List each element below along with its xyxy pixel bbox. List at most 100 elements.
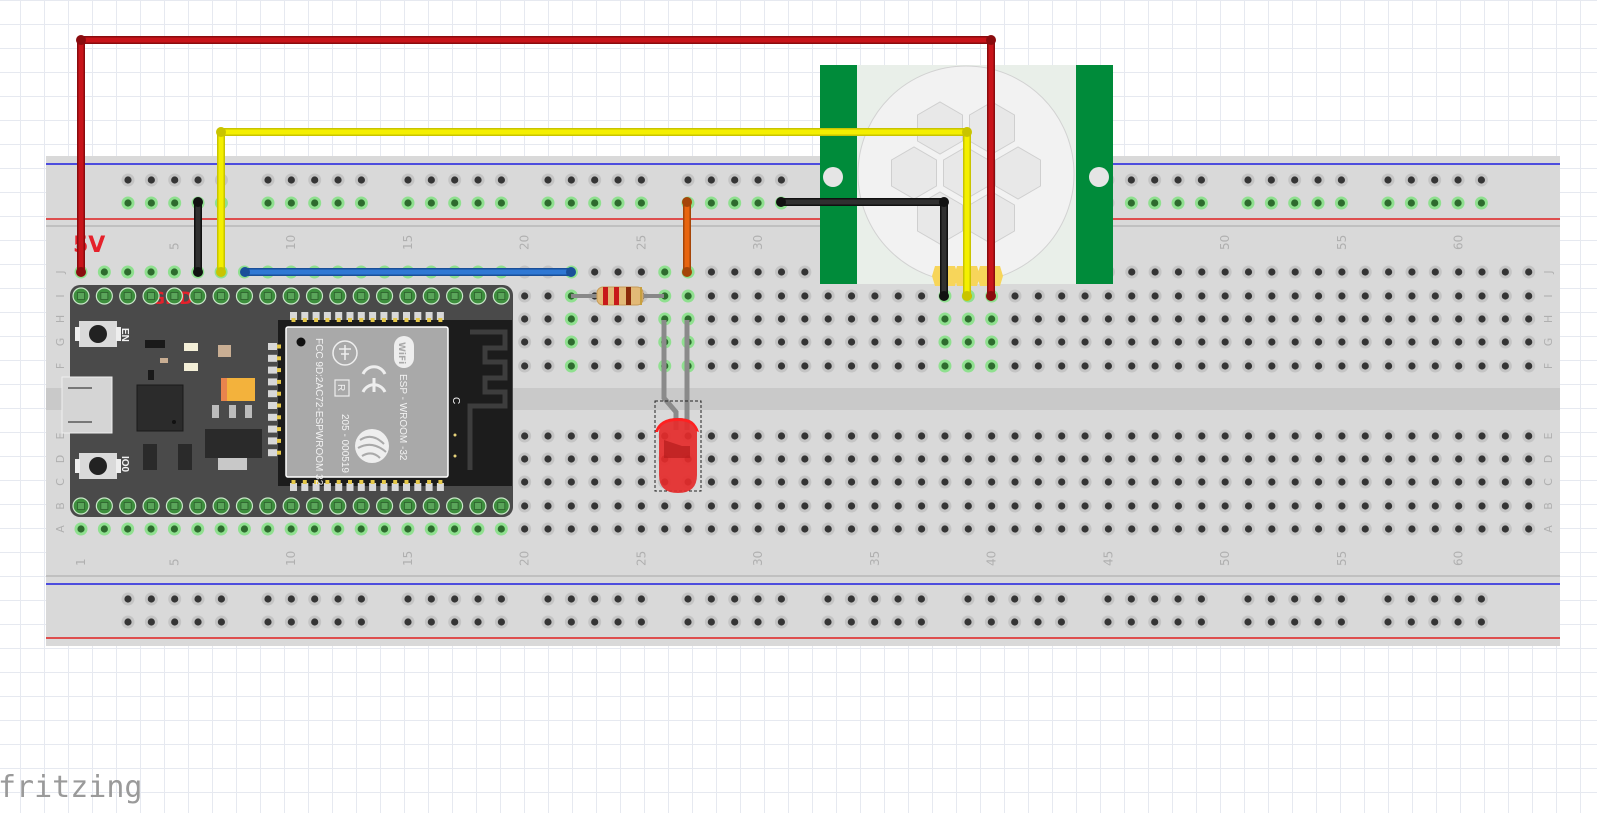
esp32-pin[interactable]: [142, 497, 160, 515]
rail-hole[interactable]: [1101, 615, 1115, 629]
rail-hole[interactable]: [868, 592, 882, 606]
esp32-pin[interactable]: [375, 287, 394, 305]
rail-hole[interactable]: [308, 173, 322, 187]
breadboard-hole[interactable]: [424, 522, 438, 536]
rail-hole[interactable]: [844, 615, 858, 629]
rail-hole[interactable]: [728, 592, 742, 606]
esp32-pin[interactable]: [422, 287, 440, 305]
breadboard-hole[interactable]: [1031, 335, 1045, 349]
rail-hole[interactable]: [611, 196, 625, 210]
breadboard-hole[interactable]: [1242, 335, 1255, 349]
breadboard-hole[interactable]: [564, 522, 578, 536]
breadboard-hole[interactable]: [1218, 429, 1232, 443]
breadboard-hole[interactable]: [1265, 335, 1279, 349]
breadboard-hole[interactable]: [1358, 452, 1372, 466]
breadboard-hole[interactable]: [1405, 289, 1419, 303]
rail-hole[interactable]: [401, 592, 415, 606]
breadboard-hole[interactable]: [704, 265, 718, 279]
rail-hole[interactable]: [984, 615, 998, 629]
rail-hole[interactable]: [751, 173, 765, 187]
breadboard-hole[interactable]: [634, 359, 648, 373]
rail-hole[interactable]: [681, 592, 695, 606]
breadboard-hole[interactable]: [1171, 452, 1185, 466]
breadboard-hole[interactable]: [1265, 522, 1279, 536]
breadboard-hole[interactable]: [1312, 452, 1326, 466]
breadboard-hole[interactable]: [1031, 499, 1045, 513]
breadboard-hole[interactable]: [1078, 475, 1092, 489]
breadboard-hole[interactable]: [1078, 522, 1092, 536]
rail-hole[interactable]: [1054, 615, 1068, 629]
breadboard-hole[interactable]: [541, 359, 555, 373]
esp32-pin[interactable]: [95, 287, 113, 305]
rail-hole[interactable]: [1171, 592, 1185, 606]
breadboard-hole[interactable]: [1242, 265, 1255, 279]
rail-hole[interactable]: [611, 615, 625, 629]
rail-hole[interactable]: [331, 592, 345, 606]
breadboard-hole[interactable]: [985, 335, 999, 349]
breadboard-hole[interactable]: [564, 335, 578, 349]
rail-hole[interactable]: [121, 173, 135, 187]
breadboard-hole[interactable]: [704, 312, 718, 326]
rail-hole[interactable]: [1148, 173, 1162, 187]
esp32-pin[interactable]: [422, 497, 440, 515]
breadboard-hole[interactable]: [1171, 499, 1185, 513]
breadboard-hole[interactable]: [1382, 452, 1396, 466]
rail-hole[interactable]: [471, 615, 485, 629]
breadboard-hole[interactable]: [1125, 429, 1139, 443]
breadboard-hole[interactable]: [121, 522, 135, 536]
esp32-pin[interactable]: [235, 497, 254, 515]
wire-gnd-pir[interactable]: [776, 197, 949, 301]
wire-endpoint[interactable]: [193, 267, 203, 277]
breadboard-hole[interactable]: [1148, 312, 1162, 326]
breadboard-hole[interactable]: [961, 475, 975, 489]
breadboard-hole[interactable]: [1148, 289, 1162, 303]
rail-hole[interactable]: [634, 196, 648, 210]
breadboard-hole[interactable]: [518, 475, 532, 489]
breadboard-hole[interactable]: [1218, 265, 1232, 279]
breadboard-hole[interactable]: [751, 429, 765, 443]
breadboard-hole[interactable]: [1498, 335, 1512, 349]
breadboard-hole[interactable]: [1288, 475, 1302, 489]
rail-hole[interactable]: [261, 196, 275, 210]
breadboard-hole[interactable]: [1008, 335, 1022, 349]
breadboard-hole[interactable]: [401, 522, 415, 536]
rail-hole[interactable]: [751, 592, 765, 606]
breadboard-hole[interactable]: [1358, 312, 1372, 326]
breadboard-hole[interactable]: [1171, 265, 1185, 279]
breadboard-hole[interactable]: [1288, 312, 1302, 326]
breadboard-hole[interactable]: [938, 499, 952, 513]
breadboard-hole[interactable]: [144, 522, 158, 536]
rail-hole[interactable]: [891, 592, 905, 606]
breadboard-hole[interactable]: [1475, 289, 1489, 303]
wire-endpoint[interactable]: [986, 291, 996, 301]
esp32-pin[interactable]: [282, 287, 300, 305]
breadboard-hole[interactable]: [938, 429, 952, 443]
rail-hole[interactable]: [728, 615, 742, 629]
rail-hole[interactable]: [494, 196, 508, 210]
breadboard-hole[interactable]: [751, 335, 765, 349]
rail-hole[interactable]: [1311, 196, 1325, 210]
breadboard-hole[interactable]: [564, 475, 578, 489]
rail-hole[interactable]: [214, 592, 228, 606]
breadboard-hole[interactable]: [891, 499, 905, 513]
esp32-pin[interactable]: [119, 497, 137, 515]
breadboard-hole[interactable]: [1078, 289, 1092, 303]
breadboard-hole[interactable]: [1522, 265, 1536, 279]
rail-hole[interactable]: [681, 615, 695, 629]
wire-endpoint[interactable]: [240, 267, 250, 277]
breadboard-hole[interactable]: [1055, 475, 1069, 489]
breadboard-hole[interactable]: [1288, 265, 1302, 279]
breadboard-hole[interactable]: [1475, 312, 1489, 326]
breadboard-hole[interactable]: [775, 359, 788, 373]
breadboard-hole[interactable]: [845, 359, 859, 373]
rail-hole[interactable]: [354, 196, 368, 210]
rail-hole[interactable]: [261, 615, 275, 629]
breadboard-hole[interactable]: [588, 312, 602, 326]
rail-hole[interactable]: [704, 196, 718, 210]
breadboard-hole[interactable]: [1148, 499, 1162, 513]
rail-hole[interactable]: [308, 615, 322, 629]
breadboard-hole[interactable]: [588, 429, 602, 443]
rail-hole[interactable]: [354, 173, 368, 187]
breadboard-hole[interactable]: [1171, 475, 1185, 489]
breadboard-hole[interactable]: [985, 429, 999, 443]
